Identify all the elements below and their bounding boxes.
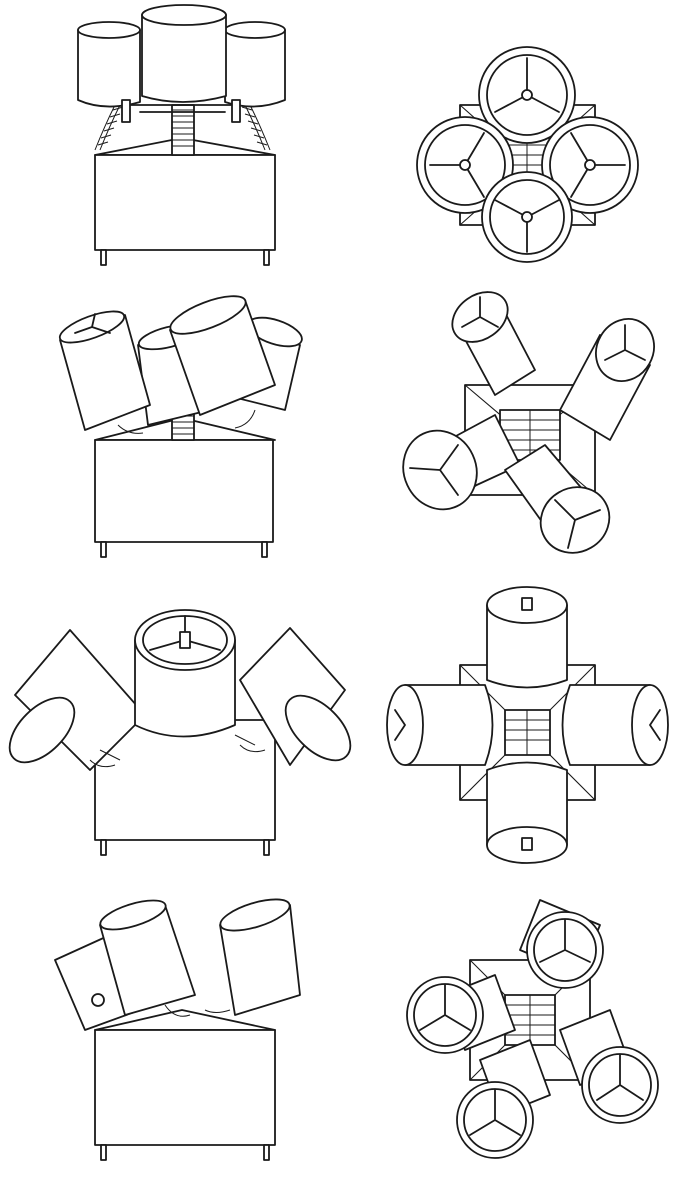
drum-top (486, 586, 568, 689)
cylinder-center (134, 609, 236, 738)
drum-left (416, 116, 514, 214)
base-leg (261, 541, 268, 558)
spider-frame (119, 104, 246, 113)
drum-left (402, 414, 521, 511)
base-leg (100, 541, 107, 558)
drum-bottom (486, 761, 568, 864)
base-leg (100, 1144, 107, 1161)
drum-top (519, 899, 604, 989)
drum-bottom (456, 1039, 551, 1159)
top-view-state-3 (386, 586, 669, 864)
cylinder-center (141, 4, 227, 103)
cylinder-left (77, 21, 141, 123)
drum-right (559, 318, 655, 441)
cylinder-left (58, 310, 151, 431)
drum-bottom (481, 171, 573, 263)
side-view-state-1 (77, 4, 286, 266)
drum-bottom (504, 444, 611, 554)
side-view-state-3 (8, 609, 352, 856)
coil-hoses (164, 1004, 231, 1017)
top-view-state-1 (416, 46, 639, 263)
base-leg (100, 839, 107, 856)
top-view-state-2 (402, 291, 655, 554)
base-box (94, 1009, 276, 1161)
base-leg (100, 249, 107, 266)
base-box (94, 137, 276, 266)
drum-upper-left (451, 291, 536, 396)
side-view-state-2 (58, 295, 303, 558)
drum-left (406, 974, 516, 1054)
top-view-state-4 (406, 899, 659, 1159)
drum-top (478, 46, 576, 144)
base-leg (263, 839, 270, 856)
side-view-state-4 (54, 898, 301, 1161)
cylinder-left (8, 629, 146, 771)
drum-left (386, 684, 494, 766)
drum-right (541, 116, 639, 214)
drum-right (559, 1009, 659, 1124)
cylinder-left (99, 899, 196, 1016)
base-box (94, 719, 276, 856)
cylinder-right (234, 627, 352, 766)
cylinder-right (219, 898, 301, 1016)
coil-hoses (117, 409, 256, 434)
cylinder-right (224, 21, 286, 123)
drum-right (561, 684, 669, 766)
coil-hoses (94, 104, 271, 151)
base-leg (263, 249, 270, 266)
base-leg (263, 1144, 270, 1161)
cylinder-center (169, 295, 276, 416)
